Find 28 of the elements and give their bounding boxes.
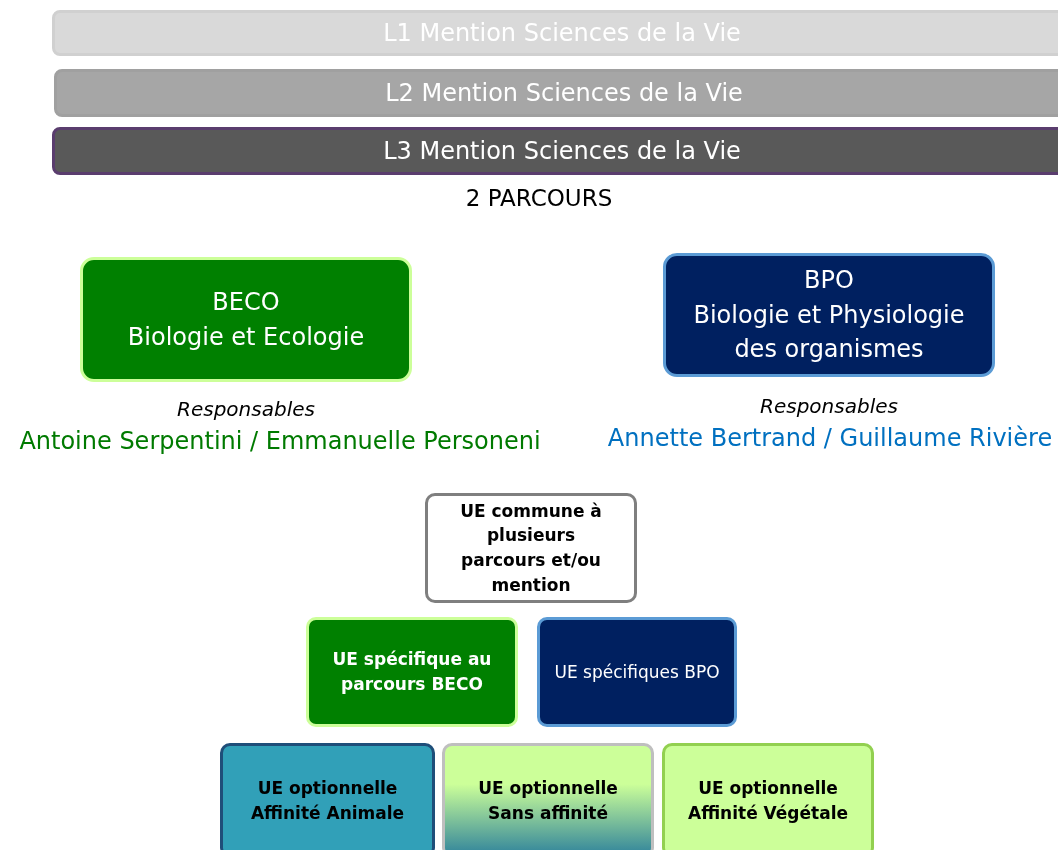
- box-label: BECO: [212, 286, 280, 318]
- box-label: UE optionnelle Sans affinité: [477, 776, 619, 825]
- ue-box: [220, 743, 435, 850]
- box-label: Biologie et Physiologie des organismes: [692, 299, 966, 366]
- name-text: Antoine Serpentini / Emmanuelle Personeni: [18, 427, 542, 455]
- box-label: BPO: [804, 264, 854, 296]
- band-label: L3 Mention Sciences de la Vie: [383, 135, 741, 167]
- level-band: [54, 69, 1058, 117]
- box-label: UE optionnelle Affinité Végétale: [687, 776, 849, 825]
- box-label: UE spécifiques BPO: [554, 660, 720, 684]
- heading-text: 2 PARCOURS: [464, 185, 614, 211]
- level-band: [52, 10, 1058, 56]
- caption-text: Responsables: [759, 394, 899, 418]
- band-label: L2 Mention Sciences de la Vie: [385, 77, 743, 109]
- ue-box: [306, 617, 518, 727]
- ue-box: [425, 493, 637, 603]
- box-label: UE commune à plusieurs parcours et/ou mention: [459, 499, 603, 597]
- box-label: UE optionnelle Affinité Animale: [249, 776, 406, 825]
- track-box: [80, 257, 412, 382]
- box-label: Biologie et Ecologie: [127, 321, 365, 353]
- box-label: UE spécifique au parcours BECO: [331, 648, 493, 696]
- ue-box: [662, 743, 874, 850]
- ue-box: [537, 617, 737, 727]
- track-box: [663, 253, 995, 377]
- name-text: Annette Bertrand / Guillaume Rivière: [606, 424, 1054, 452]
- caption-text: Responsables: [176, 397, 316, 421]
- ue-box: [442, 743, 654, 850]
- level-band: [52, 127, 1058, 175]
